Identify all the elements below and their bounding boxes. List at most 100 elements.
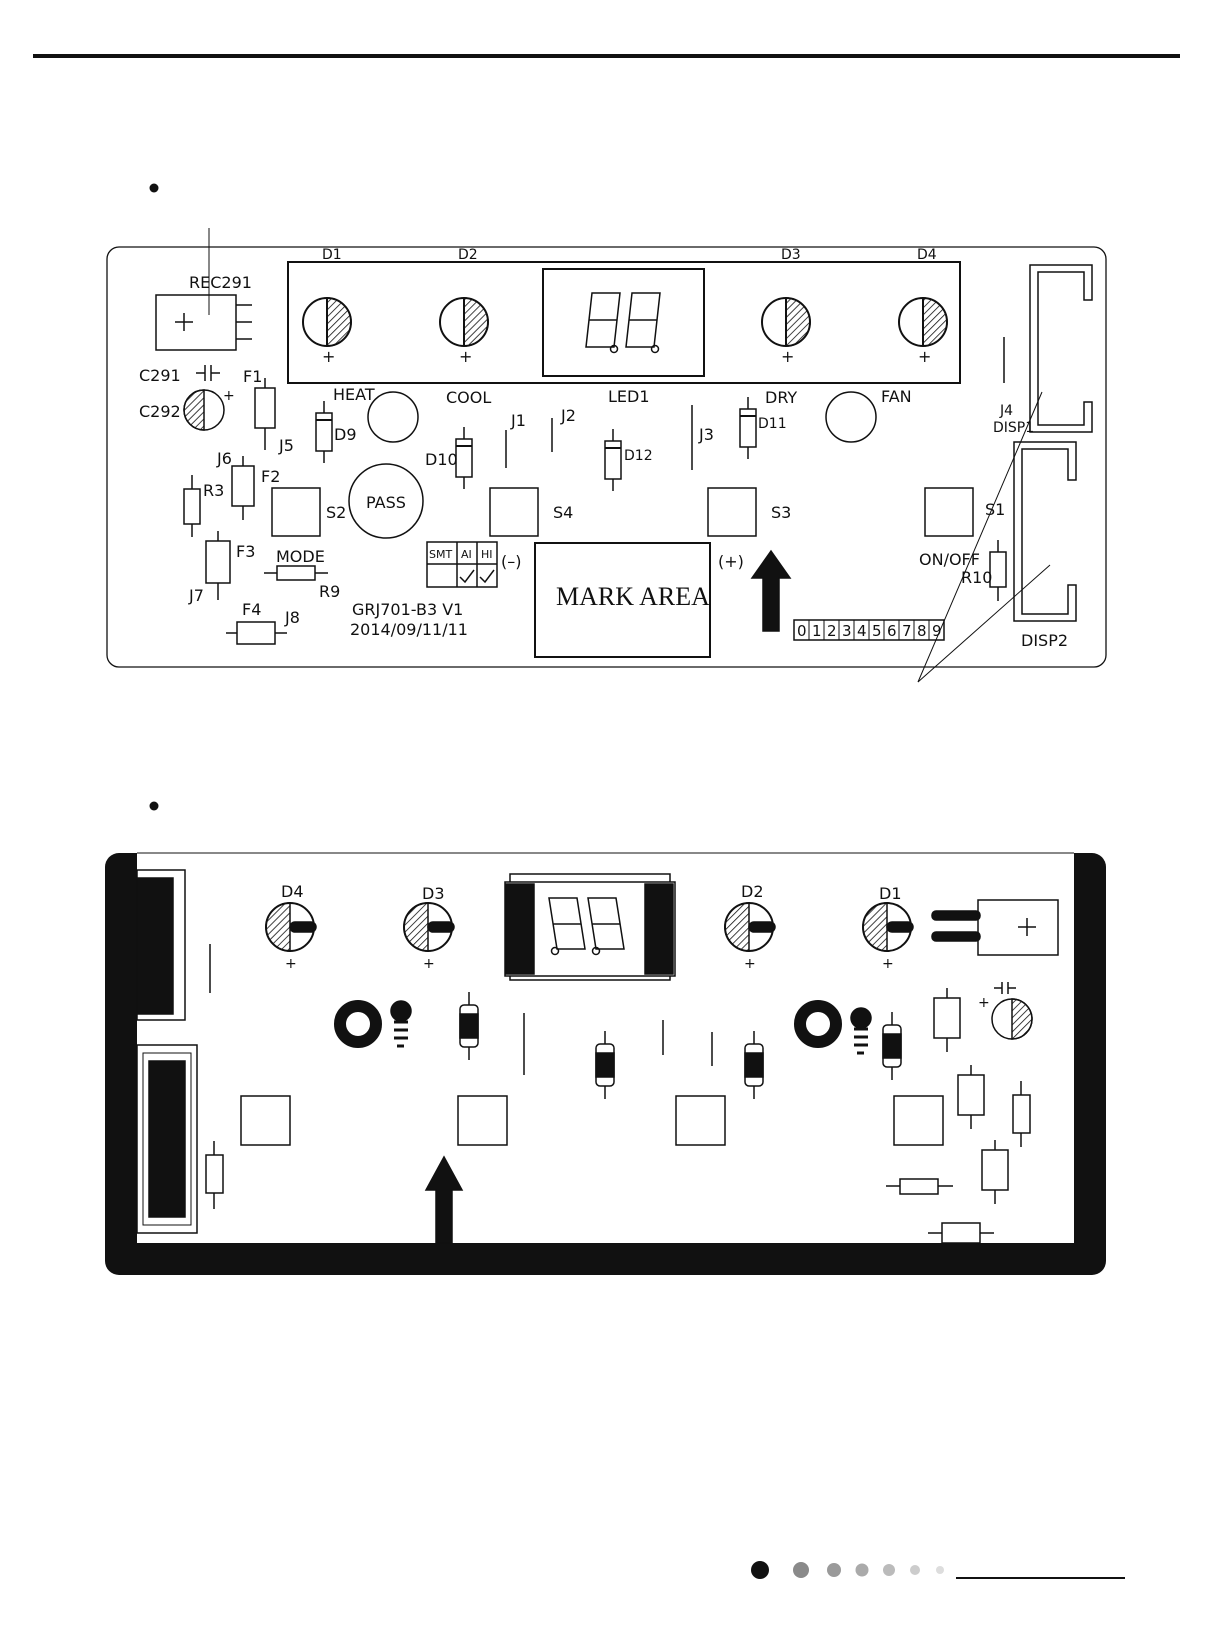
digit-8: 8 [917, 622, 927, 640]
plus-d2: + [459, 347, 472, 366]
label-j8: J8 [284, 608, 300, 627]
label-disp1: DISP1 [993, 420, 1034, 436]
led-d1 [303, 298, 351, 346]
label-d4: D4 [917, 247, 937, 263]
mark-area-text: MARK AREA [556, 582, 710, 611]
fuse-f4 [237, 622, 275, 644]
label-j3: J3 [698, 425, 714, 444]
digit-0: 0 [797, 622, 807, 640]
bullet-top [150, 184, 159, 193]
plus-d3: + [781, 347, 794, 366]
led-d2 [440, 298, 488, 346]
plus-c292: + [223, 388, 235, 404]
label-model: GRJ701-B3 V1 [352, 600, 463, 619]
label-led1: LED1 [608, 387, 650, 406]
switch-s2 [272, 488, 320, 536]
label-r10: R10 [961, 568, 992, 587]
label-c292: C292 [139, 402, 181, 421]
digit-5: 5 [872, 622, 882, 640]
label-fan: FAN [881, 387, 912, 406]
seven-segment-display [543, 269, 704, 376]
resistor-r9 [277, 566, 315, 580]
digit-3: 3 [842, 622, 852, 640]
label-mode: MODE [276, 547, 325, 566]
label-d3: D3 [781, 247, 801, 263]
diode-d10 [456, 427, 472, 489]
resistor-r3 [184, 489, 200, 524]
label-f1: F1 [243, 367, 262, 386]
label-heat: HEAT [333, 385, 375, 404]
bottom-plus-d2: + [744, 956, 756, 972]
plus-d4: + [918, 347, 931, 366]
table-header-hi: HI [481, 548, 493, 561]
table-header-smt: SMT [429, 548, 452, 561]
label-cool: COOL [446, 388, 491, 407]
label-d12: D12 [624, 448, 653, 464]
page-indicator-dots [751, 1561, 944, 1579]
bottom-pcb-diagram [105, 853, 1106, 1275]
label-f2: F2 [261, 467, 280, 486]
label-j4: J4 [999, 403, 1013, 419]
switch-s3 [708, 488, 756, 536]
label-minus: (–) [501, 552, 521, 571]
label-j5: J5 [278, 436, 294, 455]
bottom-label-d2: D2 [741, 882, 764, 901]
bottom-label-d4: D4 [281, 882, 304, 901]
diode-d12 [605, 429, 621, 491]
label-r3: R3 [203, 481, 224, 500]
digit-1: 1 [812, 622, 822, 640]
fuse-f1 [255, 388, 275, 428]
fuse-f3 [206, 541, 230, 583]
digit-2: 2 [827, 622, 837, 640]
switch-s1 [925, 488, 973, 536]
connector-disp2 [1014, 442, 1076, 621]
label-s4: S4 [553, 503, 573, 522]
digit-7: 7 [902, 622, 912, 640]
digit-6: 6 [887, 622, 897, 640]
bottom-plus-d3: + [423, 956, 435, 972]
diode-d11 [740, 397, 756, 459]
capacitor-c292 [184, 390, 224, 430]
label-pass: PASS [366, 493, 406, 512]
label-j6: J6 [216, 449, 232, 468]
switch-s4 [490, 488, 538, 536]
connector-disp1 [1030, 265, 1092, 432]
label-d1: D1 [322, 247, 342, 263]
label-onoff: ON/OFF [919, 550, 980, 569]
label-dry: DRY [765, 388, 797, 407]
label-j7: J7 [188, 586, 204, 605]
bottom-plus-cap: + [978, 995, 990, 1011]
label-plus: (+) [718, 552, 744, 571]
label-rec291: REC291 [189, 273, 252, 292]
label-s2: S2 [326, 503, 346, 522]
led-d3 [762, 298, 810, 346]
bottom-plus-d1: + [882, 956, 894, 972]
label-d10: D10 [425, 450, 458, 469]
table-header-ai: AI [461, 548, 472, 561]
digit-4: 4 [857, 622, 867, 640]
label-d11: D11 [758, 416, 787, 432]
label-f3: F3 [236, 542, 255, 561]
led-panel-frame [288, 262, 960, 383]
bottom-label-d1: D1 [879, 884, 902, 903]
label-d9: D9 [334, 425, 357, 444]
label-d2: D2 [458, 247, 478, 263]
label-date: 2014/09/11/11 [350, 620, 468, 639]
label-j1: J1 [510, 411, 526, 430]
label-c291: C291 [139, 366, 181, 385]
bullet-bottom [150, 802, 159, 811]
button-pad-heat [368, 392, 418, 442]
label-s1: S1 [985, 500, 1005, 519]
digit-9: 9 [932, 622, 942, 640]
bottom-label-d3: D3 [422, 884, 445, 903]
fuse-f2 [232, 466, 254, 506]
label-disp2: DISP2 [1021, 631, 1068, 650]
bottom-seven-segment-display [505, 874, 675, 980]
label-j2: J2 [560, 406, 576, 425]
label-f4: F4 [242, 600, 261, 619]
plus-d1: + [322, 347, 335, 366]
button-pad-fan [826, 392, 876, 442]
label-s3: S3 [771, 503, 791, 522]
led-d4 [899, 298, 947, 346]
